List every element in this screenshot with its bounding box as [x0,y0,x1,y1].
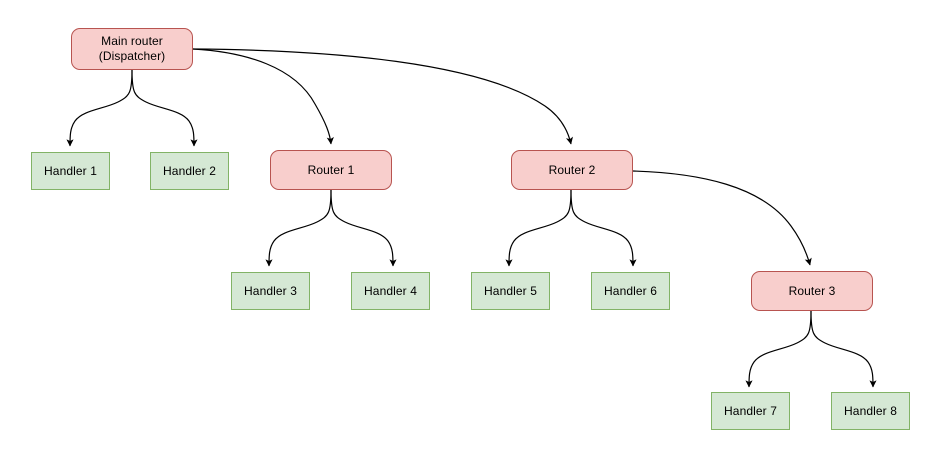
node-handler-4-label: Handler 4 [364,283,417,298]
edge-router-1-to-handler-4 [330,189,397,267]
node-router-2-label: Router 2 [548,162,596,177]
node-handler-1-label: Handler 1 [44,163,97,178]
node-handler-1[interactable]: Handler 1 [31,152,110,190]
node-handler-2-label: Handler 2 [163,163,216,178]
node-handler-5-label: Handler 5 [484,283,537,298]
node-handler-4[interactable]: Handler 4 [351,272,430,310]
node-handler-5[interactable]: Handler 5 [471,272,550,310]
edge-main-router-to-handler-2 [131,69,198,147]
edge-router-3-to-handler-8 [810,310,877,388]
edge-main-router-to-router-1 [192,48,334,145]
node-handler-6[interactable]: Handler 6 [591,272,670,310]
node-router-3-label: Router 3 [788,283,836,298]
node-handler-7-label: Handler 7 [724,403,777,418]
node-handler-8-label: Handler 8 [844,403,897,418]
edge-main-router-to-handler-1 [66,69,133,147]
edge-router-3-to-handler-7 [745,310,812,388]
edge-router-1-to-handler-3 [265,189,332,267]
edge-router-2-to-handler-5 [505,189,572,267]
node-router-1-label: Router 1 [307,162,355,177]
node-handler-6-label: Handler 6 [604,283,657,298]
node-main-router-label: Main router (Dispatcher) [98,34,166,63]
node-handler-8[interactable]: Handler 8 [831,392,910,430]
node-router-1[interactable]: Router 1 [270,150,392,190]
node-handler-3-label: Handler 3 [244,283,297,298]
node-handler-2[interactable]: Handler 2 [150,152,229,190]
edge-router-2-to-router-3 [632,170,812,266]
node-main-router[interactable]: Main router (Dispatcher) [71,28,193,70]
edge-main-router-to-router-2 [192,48,573,145]
edge-router-2-to-handler-6 [570,189,637,267]
node-router-2[interactable]: Router 2 [511,150,633,190]
node-handler-7[interactable]: Handler 7 [711,392,790,430]
node-handler-3[interactable]: Handler 3 [231,272,310,310]
node-router-3[interactable]: Router 3 [751,271,873,311]
